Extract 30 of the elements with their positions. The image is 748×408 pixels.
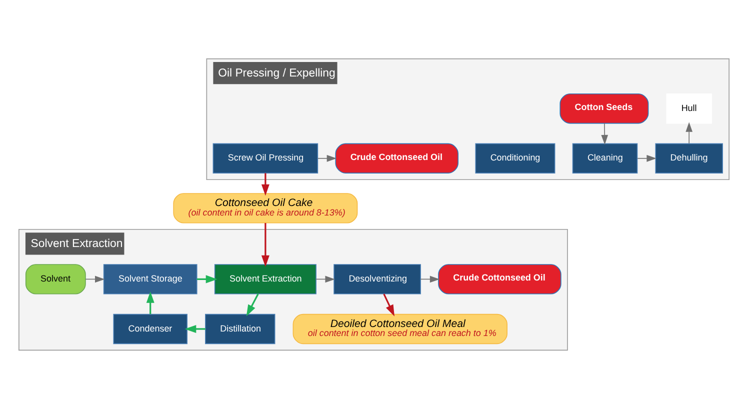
arrow	[184, 324, 206, 332]
node-box: Distillation	[205, 313, 276, 344]
node-box: Desolventizing	[334, 264, 421, 294]
arrow	[637, 154, 656, 162]
arrow	[317, 154, 337, 162]
arrow	[686, 122, 693, 144]
node-box: Crude Cottonseed Oil	[335, 142, 458, 173]
node-box: Dehulling	[655, 142, 723, 173]
arrow	[316, 275, 336, 282]
node-box: Conditioning	[475, 142, 556, 173]
node-box: Cottonseed Oil Cake (oil content in oil cake is around 8-13%)	[173, 192, 358, 223]
arrow	[261, 222, 270, 266]
node-box: Screw Oil Pressing	[212, 142, 318, 173]
node-box: Condenser	[113, 313, 188, 344]
arrow	[261, 172, 270, 196]
arrow	[196, 274, 218, 283]
arrow	[146, 290, 154, 314]
arrow	[85, 275, 105, 282]
node-box: Solvent	[25, 264, 86, 294]
arrow	[601, 122, 608, 144]
node-box: Solvent Storage	[103, 264, 198, 294]
node-box: Hull	[666, 92, 712, 124]
node-box: Crude Cottonseed Oil	[438, 264, 562, 294]
arrow	[383, 293, 394, 316]
node-box: Deoiled Cottonseed Oil Meal oil content in cotton seed meal can reach to 1%	[292, 313, 508, 344]
arrow	[420, 275, 440, 282]
arrow	[246, 293, 259, 316]
node-box: Solvent Extraction	[214, 264, 316, 294]
node-box: Cotton Seeds	[560, 92, 649, 124]
node-box: Cleaning	[572, 142, 638, 173]
